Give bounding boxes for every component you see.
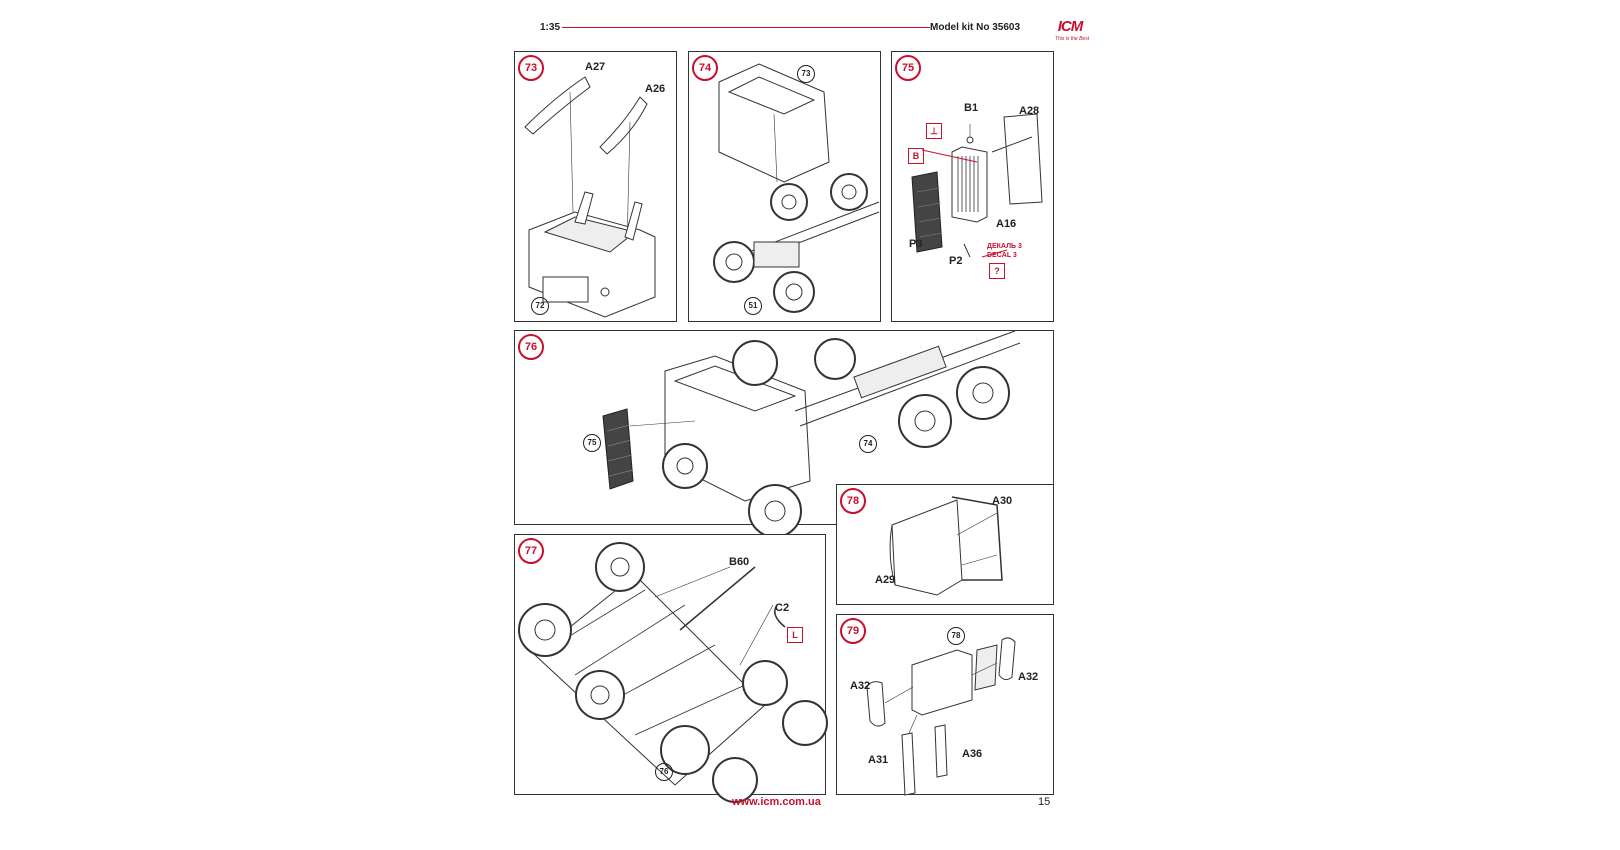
logo-text: ICM bbox=[1057, 18, 1084, 35]
part-label: A27 bbox=[585, 61, 606, 73]
part-label: A28 bbox=[1019, 105, 1040, 117]
step-73-panel: 73 A27 A26 72 bbox=[514, 51, 677, 322]
step-ref: 73 bbox=[797, 65, 815, 83]
step-77-panel: 77 B60 C2 L 76 bbox=[514, 534, 828, 803]
footer-website[interactable]: www.icm.com.ua bbox=[732, 796, 821, 808]
step-79-panel: 79 A32 A32 A31 A36 78 bbox=[836, 614, 1054, 796]
marking-b: B bbox=[908, 148, 924, 164]
decal-label-en: DECAL 3 bbox=[987, 252, 1017, 259]
step-ref: 78 bbox=[947, 627, 965, 645]
page-number: 15 bbox=[1038, 796, 1051, 808]
decal-label-ru: ДЕКАЛЬ 3 bbox=[987, 243, 1022, 250]
part-label: A16 bbox=[996, 218, 1017, 230]
logo-tagline: This is the Best bbox=[1054, 36, 1090, 42]
step-ref: 72 bbox=[531, 297, 549, 315]
step-ref: 75 bbox=[583, 434, 601, 452]
glue-symbol: ⊥ bbox=[926, 123, 942, 139]
tank-mounting-drawing bbox=[866, 637, 1016, 796]
icm-logo: ICM This is the Best bbox=[1044, 18, 1096, 48]
step-number: 77 bbox=[518, 538, 544, 564]
part-label: B60 bbox=[729, 556, 750, 568]
cab-chassis-drawing bbox=[713, 63, 880, 313]
part-label: A32 bbox=[850, 680, 871, 692]
step-number: 75 bbox=[895, 55, 921, 81]
optional-marking: ? bbox=[989, 263, 1005, 279]
step-75-panel: 75 B1 A28 A16 P3 P2 ⊥ B bbox=[891, 51, 1054, 322]
step-78-panel: 78 A30 A29 bbox=[836, 484, 1054, 605]
part-label: P2 bbox=[949, 255, 963, 267]
radiator-assembly-drawing bbox=[911, 113, 1043, 258]
fuel-tank-drawing bbox=[889, 496, 1003, 596]
radiator-install-drawing bbox=[602, 330, 1021, 538]
part-label: B1 bbox=[964, 102, 979, 114]
instruction-page: 1:35 Model kit No 35603 ICM This is the … bbox=[510, 0, 1100, 850]
step-ref: 76 bbox=[655, 763, 673, 781]
model-kit-number: Model kit No 35603 bbox=[930, 22, 1021, 33]
part-label: P3 bbox=[909, 238, 923, 250]
part-label: A29 bbox=[875, 574, 896, 586]
step-number: 74 bbox=[692, 55, 718, 81]
underside-chassis-drawing bbox=[518, 542, 828, 803]
step-76-panel: 76 75 74 bbox=[514, 330, 1054, 538]
part-label: C2 bbox=[775, 602, 790, 614]
part-label: A31 bbox=[868, 754, 889, 766]
step-number: 78 bbox=[840, 488, 866, 514]
part-label: A26 bbox=[645, 83, 666, 95]
scale-label: 1:35 bbox=[540, 22, 561, 33]
step-number: 79 bbox=[840, 618, 866, 644]
step-ref: 74 bbox=[859, 435, 877, 453]
part-label: A30 bbox=[992, 495, 1013, 507]
step-number: 73 bbox=[518, 55, 544, 81]
part-label: A32 bbox=[1018, 671, 1039, 683]
step-ref: 51 bbox=[744, 297, 762, 315]
seat-assembly-drawing bbox=[524, 76, 656, 318]
part-label: A36 bbox=[962, 748, 983, 760]
step-74-panel: 74 73 51 bbox=[688, 51, 881, 322]
marking-l: L bbox=[787, 627, 803, 643]
header-rule bbox=[562, 27, 930, 28]
step-number: 76 bbox=[518, 334, 544, 360]
